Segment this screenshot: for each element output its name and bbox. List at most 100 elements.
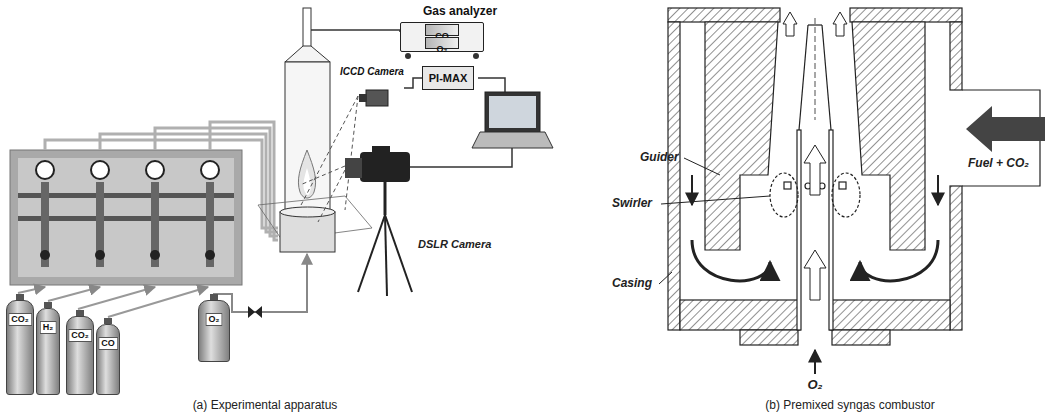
dslr-camera: [345, 146, 412, 296]
node-text: CO₂: [8, 313, 32, 326]
dslr-camera: [384, 182, 387, 215]
analyzer-wheels: [473, 53, 479, 59]
combustor-rig: [303, 8, 311, 48]
leader-line: [659, 272, 672, 284]
combustor-section: [740, 330, 798, 345]
laptop-computer: [489, 96, 536, 128]
flow-arrow: [691, 175, 693, 205]
iccd-camera: ICCD Camera: [340, 66, 404, 110]
combustor-section: [829, 130, 833, 330]
flow-controller-panel: [206, 182, 214, 267]
flow-controller-panel: [41, 182, 49, 267]
flow-controller-panel: [146, 161, 164, 179]
flow-arrow: [966, 106, 1045, 152]
combustor-rig: [258, 8, 400, 252]
gas-tube: [45, 140, 278, 228]
flow-controller-panel: [201, 161, 219, 179]
combustor-rig: [304, 168, 311, 195]
flow-arrow: [783, 12, 797, 36]
part-label: Swirler: [612, 196, 652, 210]
combustor-rig: [280, 207, 335, 217]
node-text: CO: [98, 337, 118, 350]
combustor-section: [784, 182, 791, 189]
cylinder-valve: [44, 302, 52, 308]
combustor-section: [950, 22, 962, 90]
combustor-section: [668, 8, 1040, 345]
cable: [478, 78, 505, 92]
leader-line: [661, 196, 770, 204]
gas-analyzer: Gas analyzerCOO₂: [400, 22, 484, 52]
flow-controller-panel: [150, 250, 160, 260]
dslr-camera: [358, 215, 385, 292]
gas-tube: [18, 122, 278, 317]
node-text: CO₂: [68, 329, 92, 342]
view-line: [345, 96, 358, 210]
dslr-camera: [345, 158, 362, 178]
laptop-computer: [485, 92, 540, 132]
node-text: O₂: [206, 313, 223, 326]
gas-tube: [155, 128, 278, 236]
node-text: H₂: [40, 321, 57, 334]
combustor-rig: [311, 29, 400, 31]
dslr-camera: [385, 215, 412, 292]
flow-controller-panel: [151, 182, 159, 267]
pi-max-controller: PI-MAX: [422, 66, 474, 90]
view-line: [300, 96, 358, 207]
flow-controller-panel: [91, 161, 109, 179]
combustor-rig: [280, 212, 335, 252]
flow-arrow: [937, 175, 939, 205]
combustor-section: [832, 173, 860, 217]
inlet-label: Fuel + CO₂: [968, 156, 1029, 170]
co-readout: CO: [425, 24, 459, 36]
gas-tube: [48, 287, 100, 301]
flow-controller-panel: [40, 250, 50, 260]
combustor-rig: [298, 150, 315, 198]
inlet-label: O₂: [800, 377, 830, 392]
combustor-section: [770, 173, 798, 217]
flow-arrow: [833, 12, 847, 36]
combustor-section: [668, 22, 680, 330]
dslr-camera: [385, 215, 387, 296]
flow-controller-panel: [95, 250, 105, 260]
leader-line: [684, 158, 720, 175]
gas-cylinder: CO: [96, 324, 120, 395]
flow-arrow: [804, 145, 826, 195]
node-text: O₂: [437, 44, 448, 54]
combustor-section: [839, 182, 846, 189]
oxygen-cylinder: O₂: [198, 300, 230, 362]
camera-body: [366, 90, 388, 106]
combustor-section: [830, 300, 950, 330]
flow-arrow: [692, 240, 770, 281]
o2-readout: O₂: [425, 37, 459, 49]
camera-lens: [359, 94, 367, 102]
node-text: Gas analyzer: [423, 4, 497, 18]
dslr-camera: [372, 146, 390, 154]
laptop-computer: [472, 132, 553, 148]
panel-caption: (a) Experimental apparatus: [115, 398, 415, 412]
gas-cylinder: H₂: [36, 308, 60, 395]
combustor-section: [705, 22, 778, 250]
flow-arrow: [804, 250, 826, 300]
flow-controller-panel: [10, 150, 242, 285]
combustor-section: [852, 22, 925, 250]
flow-arrow: [814, 350, 816, 374]
part-label: Guider: [640, 150, 679, 164]
oxygen-line: [248, 306, 262, 318]
flow-controller-panel: [18, 216, 234, 221]
gas-tube: [108, 287, 208, 317]
combustor-section: [832, 330, 890, 345]
combustor-section: [668, 8, 780, 22]
flow-controller-panel: [36, 161, 54, 179]
device-label: DSLR Camera: [418, 238, 491, 250]
camera-icon: [358, 88, 390, 108]
analyzer-wheels: [405, 53, 411, 59]
cylinder-valve: [104, 318, 112, 324]
flow-controller-panel: [18, 193, 234, 198]
flow-controller-panel: [10, 150, 242, 285]
cable: [410, 148, 512, 167]
combustor-rig: [285, 46, 330, 62]
cylinder-valve: [210, 294, 218, 300]
combustor-section: [797, 130, 801, 330]
